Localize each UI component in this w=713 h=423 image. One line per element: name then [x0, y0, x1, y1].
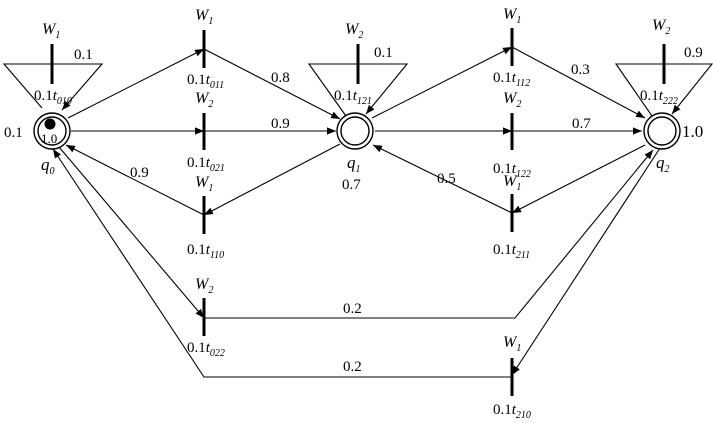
state-q1-prob: 0.7	[342, 177, 361, 193]
edge-q0-t011	[67, 48, 205, 119]
prob-t222-out: 0.9	[684, 45, 703, 61]
edges	[2, 46, 713, 378]
label-t210-w: W1	[503, 334, 521, 354]
label-t112-name: 0.1t112	[493, 70, 530, 89]
label-t010-w: W1	[42, 21, 60, 41]
edge-q1-t110	[203, 143, 341, 216]
edge-t211-q1	[372, 144, 513, 214]
state-q0-label: q0	[41, 155, 55, 177]
label-t011-name: 0.1t011	[187, 72, 224, 91]
state-q2: 1.0 q2	[643, 112, 703, 175]
label-t222-name: 0.1t222	[640, 88, 678, 107]
edge-t210-q0	[52, 148, 512, 378]
edge-t222-out	[664, 63, 713, 115]
prob-t011-out: 0.8	[271, 70, 290, 86]
prob-t122-out: 0.7	[572, 116, 591, 132]
label-t211-w: W1	[503, 173, 521, 193]
label-t010-name: 0.1Wt010	[34, 88, 72, 107]
label-t121-name: 0.1t121	[334, 88, 372, 107]
label-t110-name: 0.1t110	[187, 242, 224, 261]
label-t121-w: W2	[345, 21, 363, 41]
edge-t222-in	[614, 63, 664, 117]
label-t011-w: W1	[195, 7, 213, 27]
edge-t121-out	[358, 63, 409, 115]
label-t222-w: W2	[652, 17, 670, 37]
label-t210-name: 0.1t210	[493, 402, 531, 421]
edge-t022-q2	[204, 149, 654, 319]
prob-t110-out: 0.9	[130, 165, 149, 181]
prob-t022-out: 0.2	[343, 301, 362, 317]
label-t122-name: 0.1t122	[493, 161, 531, 180]
state-q1-label: q1	[347, 153, 361, 175]
edge-t110-q0	[65, 144, 205, 216]
edge-t011-q1	[203, 48, 341, 120]
edge-q1-t112	[371, 46, 513, 119]
label-t112-w: W1	[503, 6, 521, 26]
edge-t010-out	[52, 63, 104, 111]
label-t022-w: W2	[195, 276, 213, 296]
label-t021-w: W2	[195, 90, 213, 110]
initial-prob-label: 0.1	[4, 125, 23, 141]
edge-q2-t210	[511, 147, 661, 376]
state-q2-label: q2	[656, 153, 670, 175]
prob-t211-out: 0.5	[437, 171, 456, 187]
label-t110-w: W1	[195, 174, 213, 194]
edge-t112-q2	[511, 46, 646, 119]
label-t021-name: 0.1t021	[187, 155, 225, 174]
token-count-label: 1.0	[41, 131, 57, 146]
prob-t112-out: 0.3	[571, 62, 590, 78]
label-t022-name: 0.1t022	[187, 340, 225, 359]
edge-q0-t022	[58, 146, 205, 319]
transition-bars	[50, 28, 666, 396]
prob-t121-out: 0.1	[374, 45, 393, 61]
transition-labels: W1 0.1Wt010 0.1 W1 0.1t011 0.8 W2 0.1t02…	[34, 6, 703, 421]
token-dot	[44, 118, 56, 130]
label-t122-w: W2	[503, 90, 521, 110]
state-q0: 1.0 0.1 q0	[4, 112, 71, 177]
prob-t010-out: 0.1	[74, 47, 93, 63]
label-t211-name: 0.1t211	[493, 242, 530, 261]
final-prob-label: 1.0	[682, 122, 703, 141]
state-q1: q1 0.7	[336, 112, 374, 193]
prob-t021-out: 0.9	[271, 116, 290, 132]
edge-t010-in	[2, 63, 52, 109]
edge-q2-t211	[511, 144, 646, 214]
edge-t121-in	[307, 63, 358, 117]
prob-t210-out: 0.2	[343, 359, 362, 375]
